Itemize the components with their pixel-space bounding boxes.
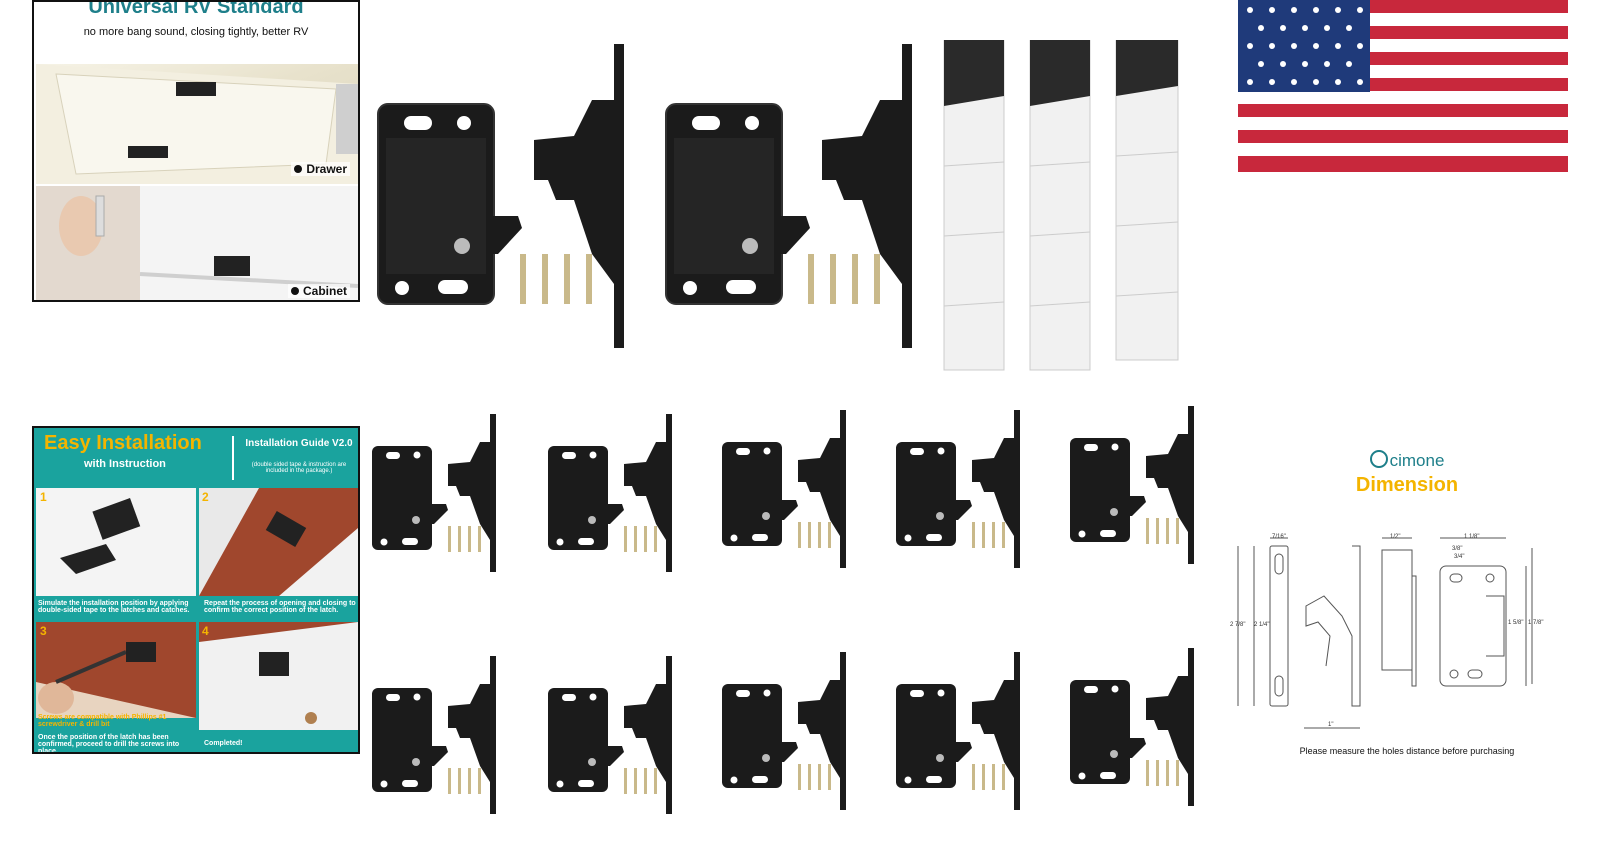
- latch-kit-top-row: [377, 40, 1179, 371]
- installation-guide-panel: Easy Installation with Instruction Insta…: [32, 426, 360, 754]
- latch-grid-item-10: [1070, 648, 1194, 806]
- step-4-caption: Completed!: [204, 740, 243, 747]
- latch-grid-item-6: [372, 656, 496, 814]
- measure-1-5-8: 1 5/8": [1508, 620, 1524, 626]
- latch-grid-item-7: [548, 656, 672, 814]
- rv-standard-panel: Universal RV Standard no more bang sound…: [32, 0, 360, 302]
- step-2-caption: Repeat the process of opening and closin…: [204, 600, 356, 614]
- step-3-tool-note: Screws are compatible with Phillips #1 s…: [38, 714, 167, 728]
- step-1-number: 1: [40, 490, 47, 504]
- install-title: Easy Installation: [44, 432, 202, 454]
- dimension-title: Dimension: [1355, 474, 1459, 496]
- measure-1: 1": [1328, 722, 1334, 728]
- cabinet-photo: Cabinet: [36, 186, 358, 300]
- brand-logo: cimone: [1214, 450, 1600, 471]
- drawer-photo: Drawer: [36, 64, 358, 184]
- us-flag-image: [1238, 0, 1568, 172]
- brand-mark-icon: [1369, 450, 1388, 468]
- drawer-illustration: [36, 64, 358, 184]
- measure-7-16: 7/16": [1272, 534, 1286, 540]
- step-4-number: 4: [202, 624, 209, 638]
- cabinet-label: Cabinet: [287, 284, 350, 298]
- latch-grid-item-8: [722, 652, 846, 810]
- step-3-caption: Once the position of the latch has been …: [38, 734, 180, 754]
- step-3-photo: [36, 622, 196, 718]
- guide-note: (double sided tape & instruction are inc…: [251, 462, 347, 474]
- measure-3-8: 3/8": [1452, 546, 1463, 552]
- cabinet-illustration: [36, 186, 358, 300]
- measure-1-1-8: 1 1/8": [1464, 534, 1480, 540]
- latch-grid-item-5: [1070, 406, 1194, 564]
- latch-grid-item-2: [548, 414, 672, 572]
- measure-3-4: 3/4": [1454, 554, 1465, 560]
- rv-title: Universal RV Standard: [88, 0, 304, 18]
- measure-2-1-4: 2 1/4": [1254, 622, 1270, 628]
- rv-subtitle: no more bang sound, closing tightly, bet…: [83, 26, 309, 38]
- measure-2-7-8: 2 7/8": [1230, 622, 1246, 628]
- double-sided-tape-strips: [943, 40, 1179, 371]
- latch-grid-item-1: [372, 414, 496, 572]
- dimension-drawing: [1237, 537, 1533, 729]
- latch-grid-item-9: [896, 652, 1020, 810]
- latch-grid-item-4: [896, 410, 1020, 568]
- measure-1-2: 1/2": [1390, 534, 1401, 540]
- step-2-number: 2: [202, 490, 209, 504]
- install-subtitle: with Instruction: [84, 458, 166, 470]
- latch-kit-grid: [372, 406, 1194, 814]
- latch-grid-item-3: [722, 410, 846, 568]
- step-3-number: 3: [40, 624, 47, 638]
- measure-1-7-8: 1 7/8": [1528, 620, 1544, 626]
- step-1-photo: [36, 488, 196, 596]
- drawer-label: Drawer: [291, 162, 350, 176]
- dimension-note: Please measure the holes distance before…: [1299, 746, 1515, 756]
- latch-set-2: [665, 43, 913, 349]
- step-4-photo: [199, 622, 358, 730]
- latch-set-1: [377, 43, 625, 349]
- dimension-panel: cimone Dimension 7/16" 1/2" 1 1/8" 3/8" …: [1214, 450, 1600, 760]
- step-1-caption: Simulate the installation position by ap…: [38, 600, 190, 614]
- step-2-photo: [199, 488, 358, 596]
- guide-title: Installation Guide V2.0: [245, 438, 353, 449]
